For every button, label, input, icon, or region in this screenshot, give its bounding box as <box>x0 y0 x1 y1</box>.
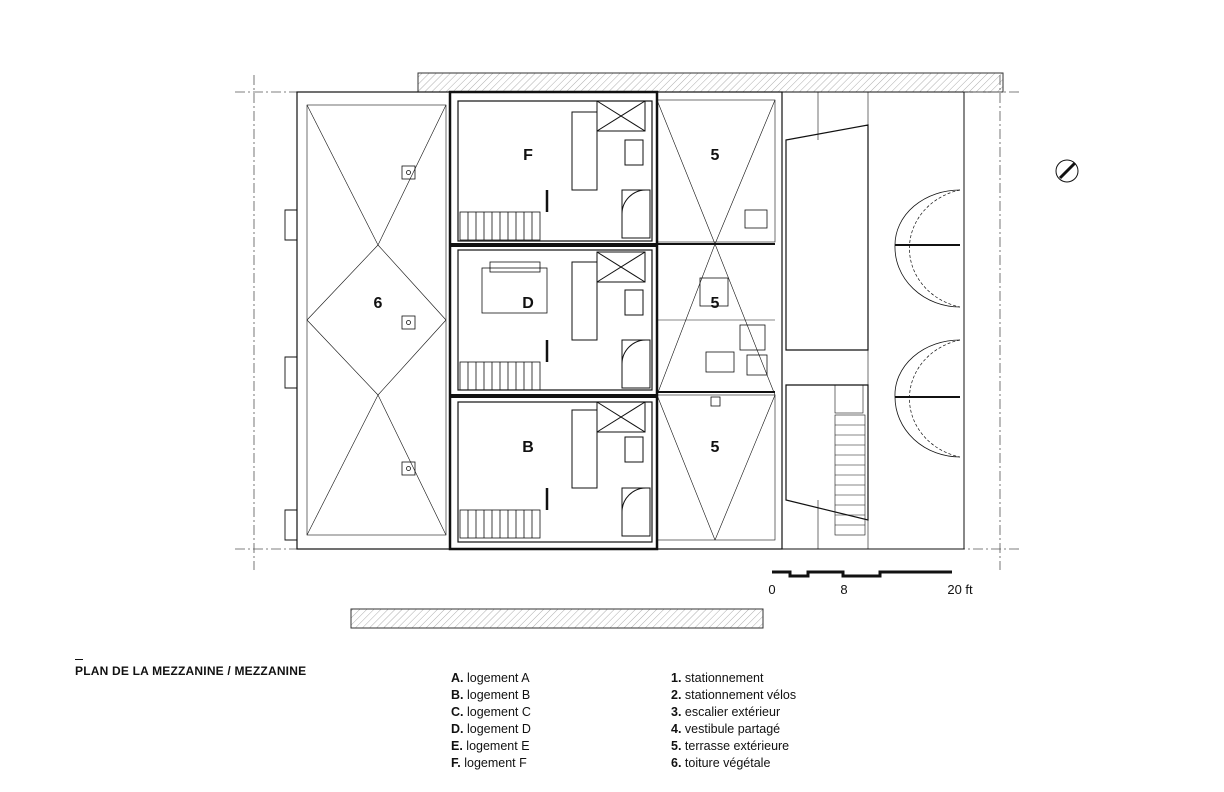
scale-tick-20ft: 20 ft <box>947 582 973 597</box>
north-arrow-icon <box>1055 159 1079 183</box>
title-dash <box>75 659 83 660</box>
legend-item: 5. terrasse extérieure <box>671 739 790 753</box>
neighbour-wall-top <box>417 72 1004 93</box>
unit-label-f: F <box>523 147 533 164</box>
green-roof-area <box>284 91 451 550</box>
floor-plan-drawing: F D B 5 5 5 6 0 8 20 ft <box>235 72 1079 629</box>
legend-item: 3. escalier extérieur <box>671 705 781 719</box>
legend-item: F. logement F <box>451 756 527 770</box>
legend-item: A. logement A <box>451 671 530 685</box>
legend-spaces: 1. stationnement 2. stationnement vélos … <box>671 670 796 772</box>
terrace-label-1: 5 <box>711 147 720 164</box>
unit-blocks <box>448 90 659 551</box>
legend-item: D. logement D <box>451 722 531 736</box>
unit-label-d: D <box>522 295 534 312</box>
property-lines <box>235 75 1020 570</box>
legend-item: 4. vestibule partagé <box>671 722 781 736</box>
legend-item: 2. stationnement vélos <box>671 688 797 702</box>
legend-item: B. logement B <box>451 688 531 702</box>
legend-item: 1. stationnement <box>671 671 764 685</box>
terrace-label-2: 5 <box>711 295 720 312</box>
courtyard-area <box>781 91 965 550</box>
plan-title: PLAN DE LA MEZZANINE / MEZZANINE <box>75 664 307 678</box>
legend-item: C. logement C <box>451 705 531 719</box>
green-roof-label: 6 <box>374 295 383 312</box>
scale-tick-8: 8 <box>840 582 847 597</box>
scale-tick-0: 0 <box>768 582 775 597</box>
terrace-areas <box>656 91 783 550</box>
legend-item: 6. toiture végétale <box>671 756 771 770</box>
terrace-label-3: 5 <box>711 439 720 456</box>
scale-bar <box>772 570 952 578</box>
unit-label-b: B <box>522 439 534 456</box>
neighbour-wall-bottom <box>350 608 764 629</box>
legend-units: A. logement A B. logement B C. logement … <box>451 670 531 772</box>
legend-item: E. logement E <box>451 739 530 753</box>
